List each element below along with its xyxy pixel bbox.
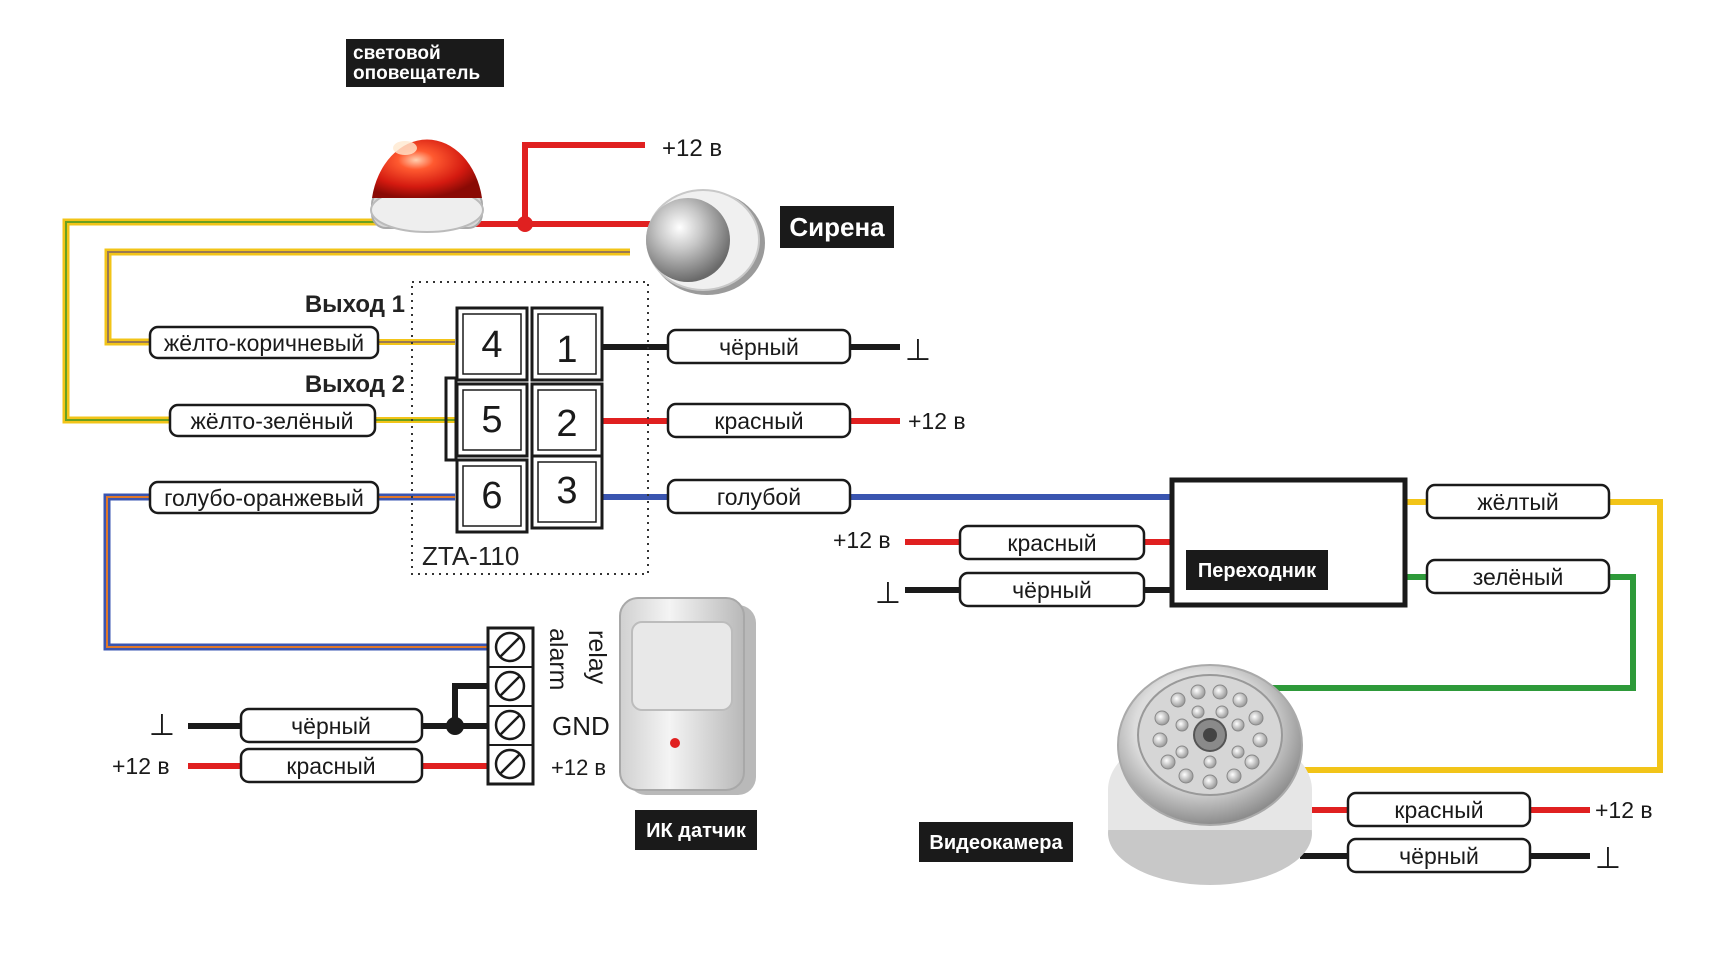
strobe-caption-line2: оповещатель (353, 63, 480, 84)
pill-blue-orange-text: голубо-оранжевый (164, 485, 364, 511)
pir-alarm-label: alarm (544, 628, 572, 691)
pir-terminal-block (486, 626, 535, 786)
camera-ir-leds (1152, 684, 1268, 790)
ground-symbol-pir: ⊥ (149, 709, 175, 742)
pill-ctrl-black-text: чёрный (719, 334, 799, 360)
terminal-5 (455, 382, 529, 458)
siren-caption: Сирена (789, 212, 885, 242)
adapter-caption-box (1186, 550, 1328, 590)
terminal-4 (455, 306, 529, 382)
pill-cam-red (1346, 791, 1532, 828)
pill-cam-red-text: красный (1394, 797, 1483, 823)
pill-pir-red-text: красный (286, 753, 375, 779)
pill-cam-black (1346, 837, 1532, 874)
pill-cam-black-text: чёрный (1399, 843, 1479, 869)
terminal-4-number: 4 (481, 324, 502, 366)
terminal-2-number: 2 (556, 403, 577, 445)
adapter-plus12-label: +12 в (833, 527, 891, 553)
dome-camera (1108, 664, 1312, 885)
pir-gnd-label: GND (552, 711, 610, 741)
siren-caption-box (780, 206, 894, 248)
pill-pir-black (239, 707, 424, 744)
pill-adapter-red (958, 524, 1146, 561)
pill-adapter-yellow-text: жёлтый (1477, 489, 1559, 515)
pill-adapter-green (1425, 558, 1611, 595)
pill-adapter-black (958, 571, 1146, 608)
wire-black-relay-bridge (452, 683, 492, 726)
strobe-light (370, 139, 484, 233)
pill-blue-orange (148, 480, 380, 515)
strobe-caption-box (346, 39, 504, 87)
controller-outline (411, 281, 649, 575)
pill-adapter-red-text: красный (1007, 530, 1096, 556)
pill-yellow-green-text: жёлто-зелёный (191, 408, 354, 434)
pill-adapter-black-text: чёрный (1012, 577, 1092, 603)
pill-pir-red (239, 747, 424, 784)
pill-ctrl-blue (666, 478, 852, 515)
pir-plus12-label: +12 в (551, 755, 606, 780)
pill-ctrl-red (666, 402, 852, 439)
junction-dot-black (446, 717, 464, 735)
pir-relay-label: relay (583, 630, 611, 685)
terminal-6 (455, 458, 529, 534)
siren (646, 189, 765, 295)
pill-ctrl-blue-text: голубой (717, 484, 801, 510)
adapter-caption: Переходник (1198, 560, 1317, 582)
wire-blue-orange (103, 493, 492, 651)
pir-sensor (619, 597, 756, 795)
pill-ctrl-black (666, 328, 852, 365)
junction-dot-red (517, 216, 533, 232)
pill-yellow-brown-text: жёлто-коричневый (164, 330, 364, 356)
terminal-5-number: 5 (481, 399, 502, 441)
pir-caption: ИК датчик (646, 820, 747, 842)
pill-ctrl-red-text: красный (714, 408, 803, 434)
wire-red-power-top (522, 142, 645, 224)
terminal-1-number: 1 (556, 329, 577, 371)
pill-yellow-brown (148, 325, 380, 360)
terminal-1 (530, 306, 604, 382)
camera-caption-box (919, 822, 1073, 862)
pir-screw-terminals (494, 631, 526, 780)
output2-label: Выход 2 (305, 371, 405, 398)
pir-caption-box (635, 810, 757, 850)
ctrl-plus12-label: +12 в (908, 408, 966, 434)
terminal-6-number: 6 (481, 475, 502, 517)
output1-label: Выход 1 (305, 291, 405, 318)
terminal-3-number: 3 (556, 470, 577, 512)
pill-adapter-green-text: зелёный (1473, 564, 1564, 590)
strobe-caption-line1: световой (353, 43, 441, 64)
controller-model-label: ZTA-110 (422, 541, 519, 571)
pill-adapter-yellow (1425, 483, 1611, 520)
cam-plus12-label: +12 в (1595, 797, 1653, 823)
ground-symbol-adapter: ⊥ (875, 577, 901, 610)
ground-symbol-ctrl: ⊥ (905, 334, 931, 367)
terminal-3 (530, 454, 604, 530)
pill-yellow-green (168, 403, 377, 438)
camera-caption: Видеокамера (929, 832, 1063, 854)
top-plus12-label: +12 в (662, 135, 722, 162)
pir-power-plus12-label: +12 в (112, 753, 170, 779)
controller-zta110: 4 1 5 2 6 3 ZTA-110 Выход 1 Выход 2 (305, 281, 649, 575)
pill-pir-black-text: чёрный (291, 713, 371, 739)
ground-symbol-camera: ⊥ (1595, 842, 1621, 875)
